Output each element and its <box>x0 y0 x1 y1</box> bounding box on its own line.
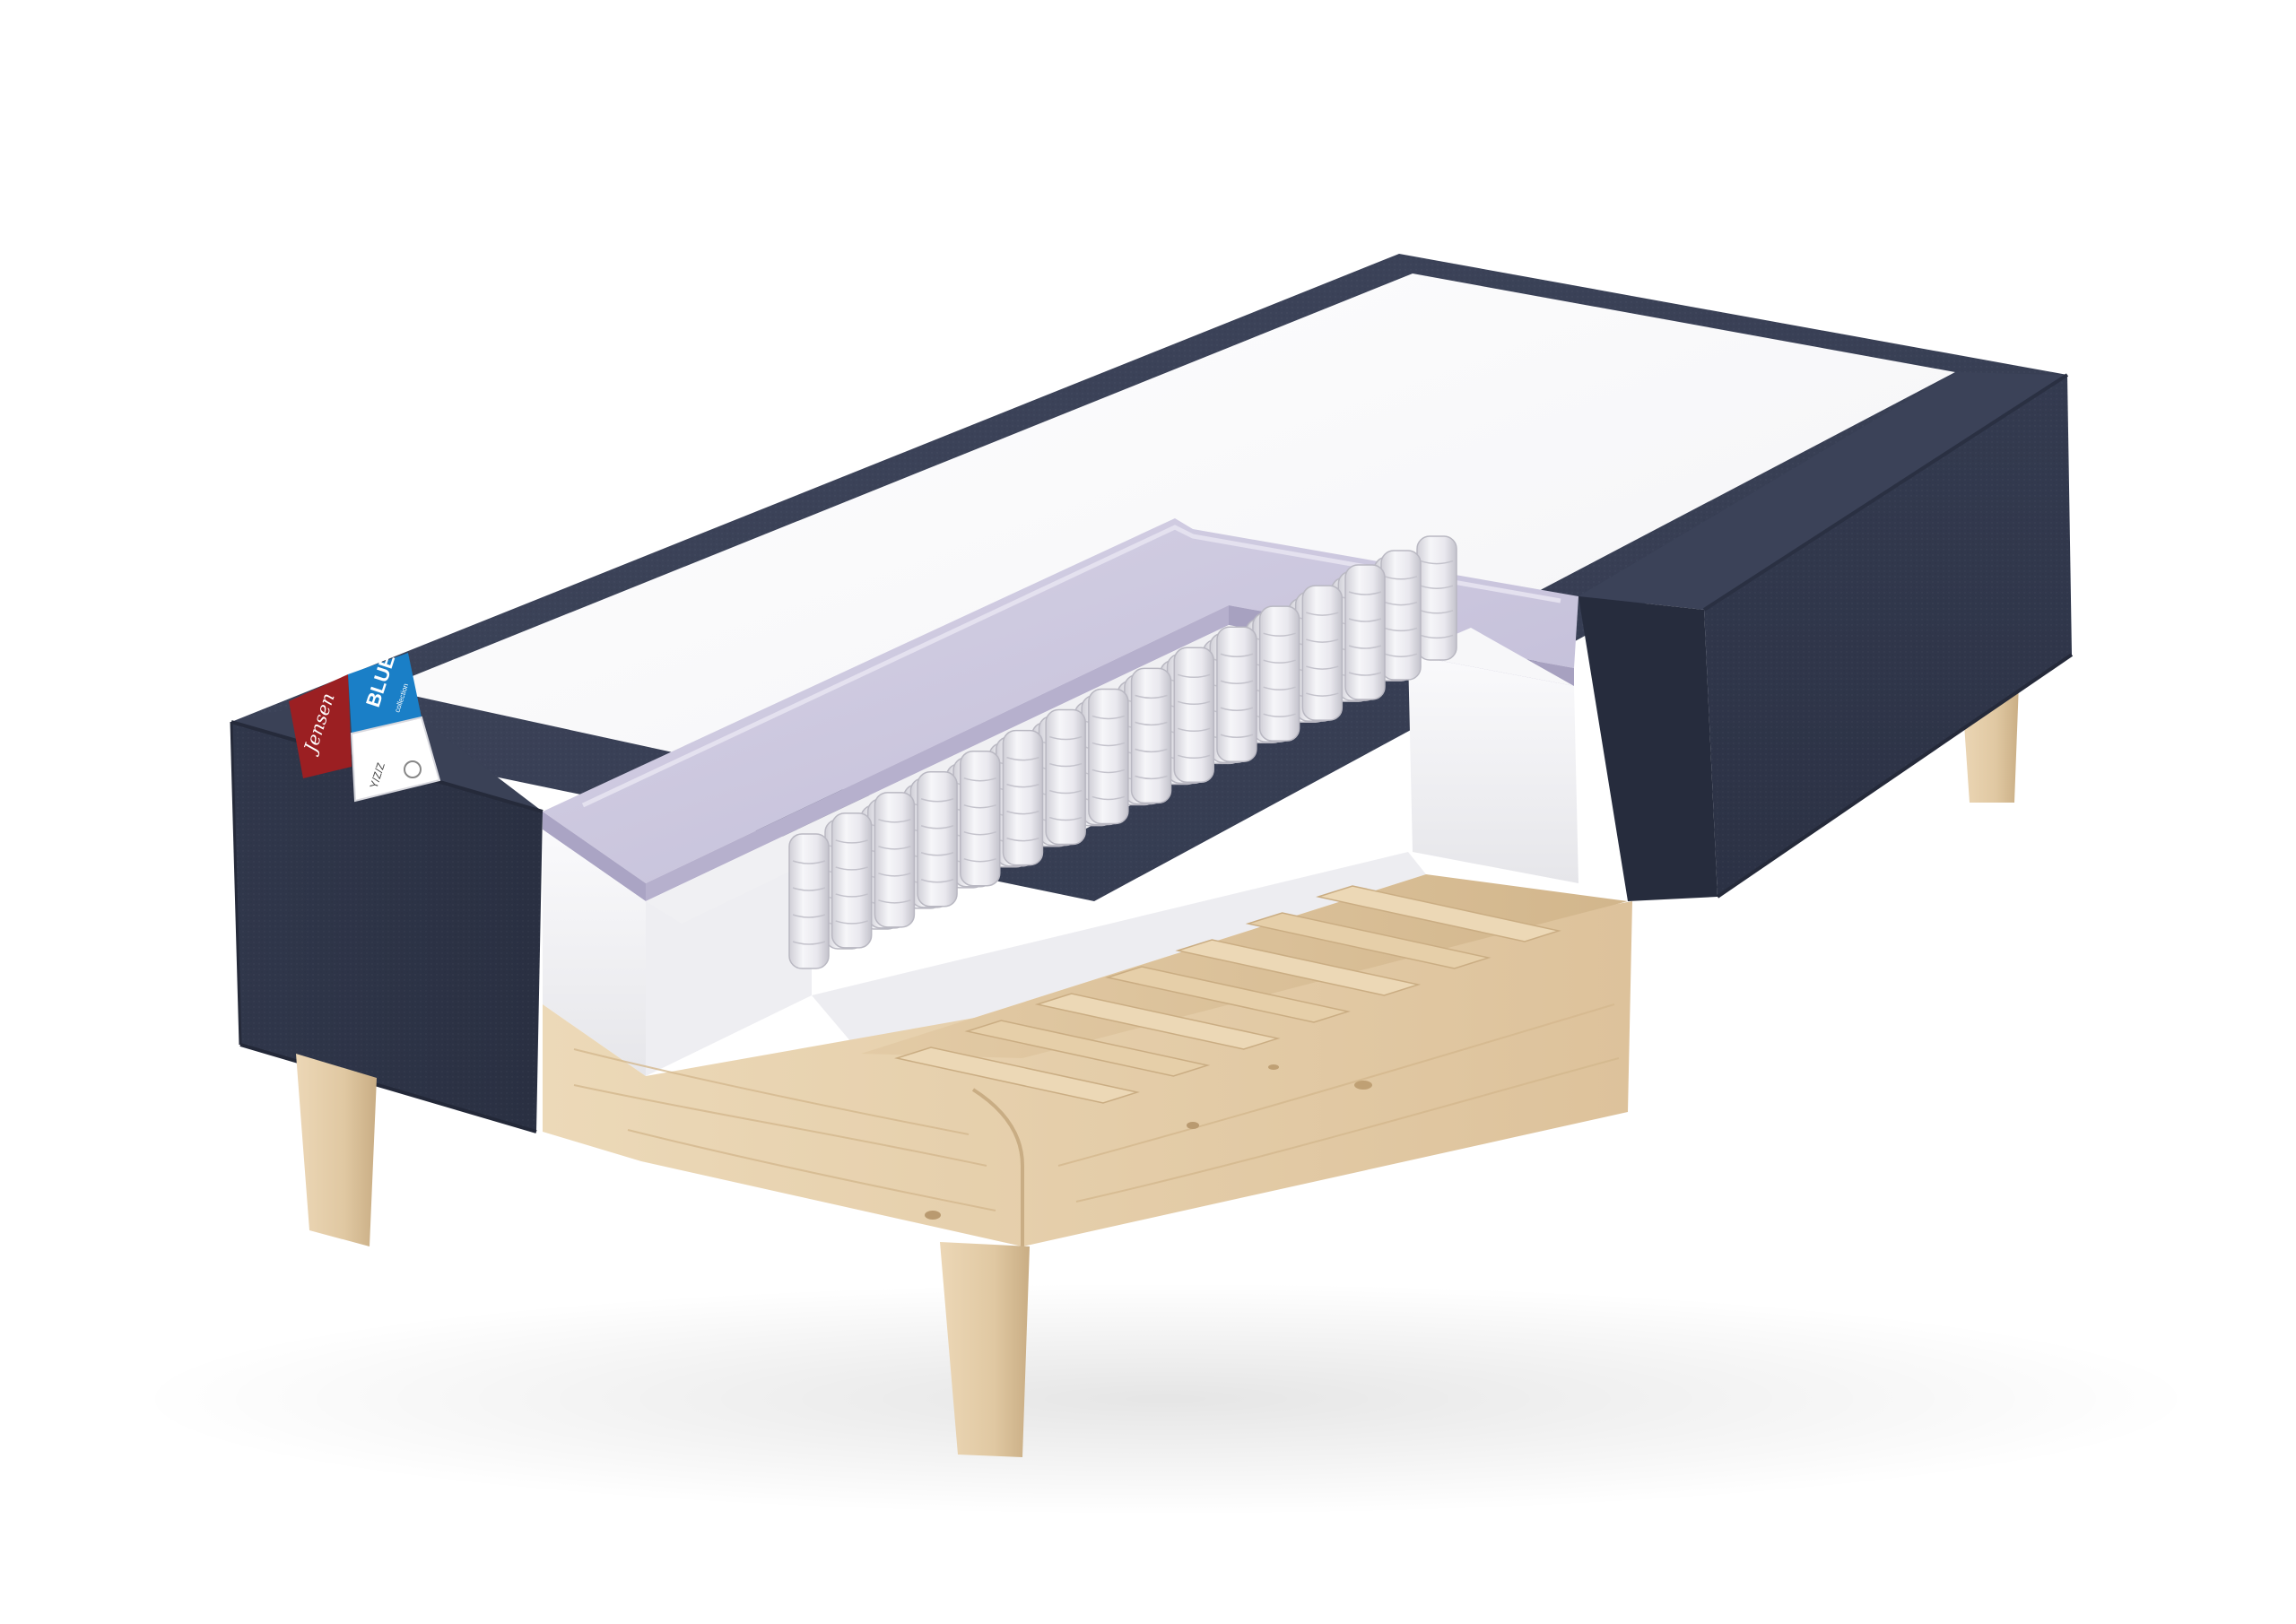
pocket-spring <box>1344 564 1386 700</box>
floor-shadow <box>135 1282 2197 1515</box>
wood-slat <box>1034 993 1281 1050</box>
spring-base-layer <box>812 852 1426 1054</box>
pocket-spring-field <box>788 535 1457 969</box>
pocket-spring <box>874 792 916 928</box>
wood-slat <box>1175 939 1422 996</box>
pocket-spring <box>1380 550 1422 681</box>
pocket-spring <box>917 771 958 908</box>
front-right-leg <box>940 1242 1030 1457</box>
tag-red-panel <box>289 674 352 778</box>
wood-frame <box>543 874 1632 1246</box>
wood-slat <box>1316 885 1561 942</box>
pocket-spring <box>1088 688 1129 825</box>
wood-slat <box>964 1020 1211 1077</box>
pocket-spring <box>960 750 1001 887</box>
pocket-spring <box>1416 535 1457 661</box>
pocket-spring <box>1258 605 1300 742</box>
tag-blue-panel <box>348 653 422 734</box>
pocket-spring <box>1301 585 1344 721</box>
tag-white-panel <box>352 717 439 801</box>
pocket-spring <box>1216 626 1257 762</box>
wood-slat <box>894 1046 1140 1104</box>
pocket-spring <box>831 812 873 949</box>
pocket-spring <box>788 833 830 969</box>
wood-slat <box>1245 912 1492 969</box>
pocket-spring <box>1002 729 1044 866</box>
wood-slats <box>894 885 1561 1104</box>
pocket-spring <box>1173 647 1214 784</box>
product-label-tag: Jensen BLUE collection Y/Z/Z <box>289 652 441 803</box>
label-tag-icon <box>404 760 422 778</box>
pocket-spring <box>1130 667 1172 804</box>
fabric-right-block <box>1578 372 2074 901</box>
wood-slat <box>1105 966 1351 1023</box>
pocket-spring <box>1045 708 1086 846</box>
front-left-leg <box>296 1054 377 1246</box>
